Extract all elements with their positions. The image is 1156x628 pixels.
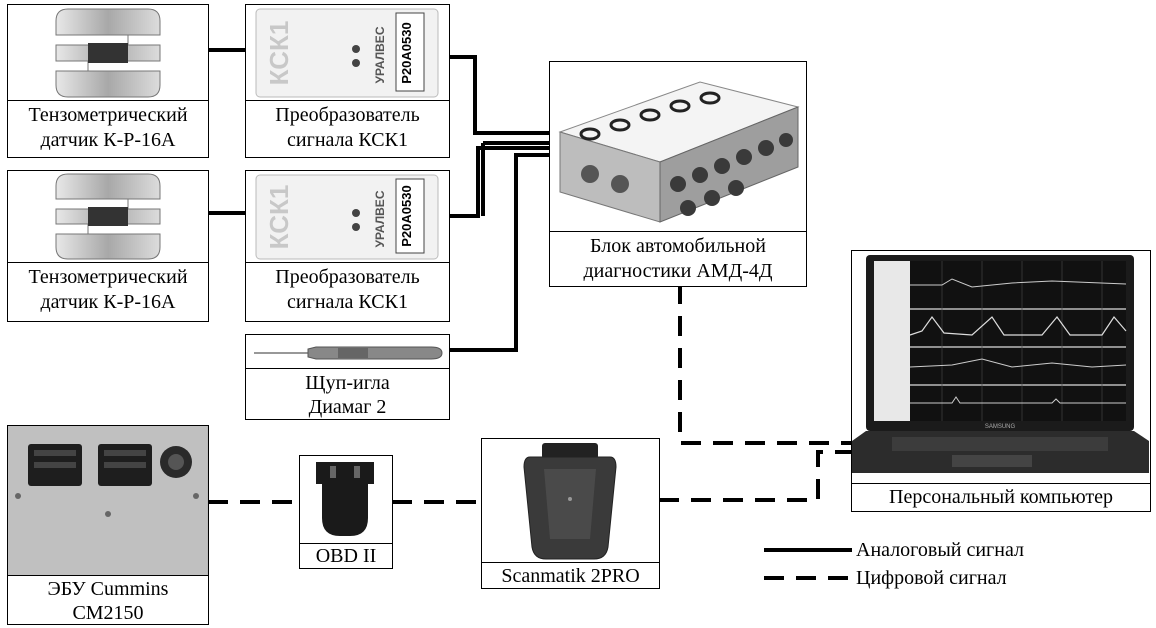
wire-scan-pc [659,450,852,502]
laptop-brand: SAMSUNG [985,424,1016,430]
node-pc: SAMSUNG Персональный компьютер [851,250,1151,512]
laptop-icon: SAMSUNG [852,255,1149,473]
obd-image [300,456,392,544]
amd-image [550,62,806,232]
caption-line-1: ЭБУ Cummins [47,578,169,600]
wire-probe-amd [449,153,555,352]
caption-line-1: Тензометрический [28,104,188,126]
needle-probe-icon [254,346,443,360]
ecu-housing-icon [8,426,207,575]
ksk1-device-icon: КСК1 УРАЛВЕС P20A0530 [255,8,439,98]
ksk1-device-icon: КСК1 УРАЛВЕС P20A0530 [255,174,439,260]
caption-line-2: сигнала КСК1 [287,291,408,313]
pc-image: SAMSUNG [852,251,1150,484]
analog-connections [208,48,555,352]
wire-conv2-amd-a [449,146,555,218]
caption-line-1: Scanmatik 2PRO [501,565,640,587]
node-probe: Щуп-игла Диамаг 2 [245,334,450,420]
node-sensor-2: Тензометрический датчик К-Р-16А [7,170,209,322]
s-type-load-cell-icon [55,8,161,98]
amd-4d-unit-icon [558,81,800,223]
probe-image [246,335,449,369]
node-amd-block: Блок автомобильной диагностики АМД-4Д [549,61,807,287]
sensor-image [8,5,208,101]
wire-conv1-amd [449,55,555,135]
node-obd: OBD II [299,455,393,569]
caption-line-2: датчик К-Р-16А [40,291,176,313]
scanmatik-adapter-icon [523,443,617,560]
caption-line-1: Персональный компьютер [889,486,1113,508]
caption-line-1: Щуп-игла [305,372,390,394]
scanmatik-image [482,439,659,563]
ecu-image [8,426,208,576]
caption-line-2: диагностики АМД-4Д [583,260,773,282]
device-label: КСК1 [264,185,294,250]
s-type-load-cell-icon [55,173,161,260]
caption-line-1: OBD II [315,545,377,567]
node-converter-1: КСК1 УРАЛВЕС P20A0530 Преобразователь си… [245,4,450,158]
device-serial: P20A0530 [399,185,414,246]
legend-analog-label: Аналоговый сигнал [856,539,1024,561]
device-label: КСК1 [264,21,294,86]
legend-digital-label: Цифровой сигнал [856,567,1007,589]
caption-line-2: сигнала КСК1 [287,129,408,151]
node-converter-2: КСК1 УРАЛВЕС P20A0530 Преобразователь си… [245,170,450,322]
caption-line-1: Тензометрический [28,266,188,288]
caption-line-1: Преобразователь [275,266,420,288]
obd-connector-icon [316,462,374,536]
converter-image: КСК1 УРАЛВЕС P20A0530 [246,171,449,263]
digital-connections [208,284,852,504]
caption-line-1: Блок автомобильной [590,235,766,257]
caption-line-2: датчик К-Р-16А [40,129,176,151]
device-brand: УРАЛВЕС [373,26,387,83]
caption-line-1: Преобразователь [275,104,420,126]
node-ecu: ЭБУ Cummins CM2150 [7,425,209,625]
wire-amd-pc [678,284,852,445]
caption-line-2: Диамаг 2 [308,396,387,418]
node-scanmatik: Scanmatik 2PRO [481,438,660,589]
converter-image: КСК1 УРАЛВЕС P20A0530 [246,5,449,101]
device-serial: P20A0530 [399,22,414,83]
device-brand: УРАЛВЕС [373,190,387,247]
caption-line-2: CM2150 [72,602,144,624]
node-sensor-1: Тензометрический датчик К-Р-16А [7,4,209,158]
sensor-image [8,171,208,263]
